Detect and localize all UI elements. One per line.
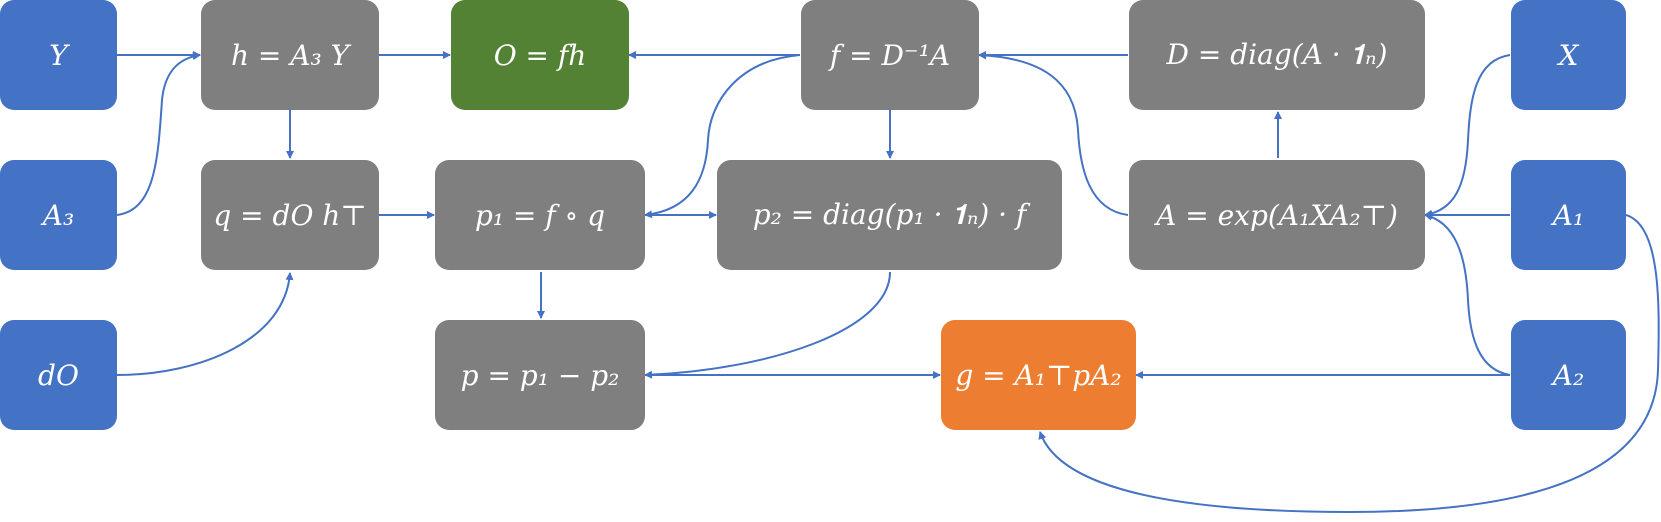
edge-X-to-A — [1424, 54, 1511, 218]
node-f: f = D⁻¹A — [801, 0, 979, 110]
edge-A2-to-A — [1424, 212, 1511, 376]
edge-p2-to-p — [644, 271, 891, 379]
edge-f-to-p1 — [644, 54, 801, 219]
node-q: q = dO h⊤ — [201, 160, 379, 270]
node-g: g = A₁⊤pA₂ — [941, 320, 1136, 430]
node-A3: A₃ — [0, 160, 117, 270]
node-p: p = p₁ − p₂ — [435, 320, 645, 430]
node-dO: dO — [0, 320, 117, 430]
node-Y: Y — [0, 0, 117, 110]
node-A1: A₁ — [1511, 160, 1626, 270]
node-D: D = diag(A · 𝟏ₙ) — [1129, 0, 1425, 110]
node-p1: p₁ = f ∘ q — [435, 160, 645, 270]
edge-dO-to-q — [116, 272, 294, 376]
edge-A1-to-g — [1038, 214, 1660, 514]
node-A2: A₂ — [1511, 320, 1626, 430]
edge-A-to-f — [978, 51, 1129, 216]
node-O: O = fh — [451, 0, 629, 110]
node-A: A = exp(A₁XA₂⊤) — [1129, 160, 1425, 270]
edge-A3-to-h — [116, 52, 201, 216]
node-X: X — [1511, 0, 1626, 110]
node-p2: p₂ = diag(p₁ · 𝟏ₙ) · f — [717, 160, 1062, 270]
node-h: h = A₃ Y — [201, 0, 379, 110]
